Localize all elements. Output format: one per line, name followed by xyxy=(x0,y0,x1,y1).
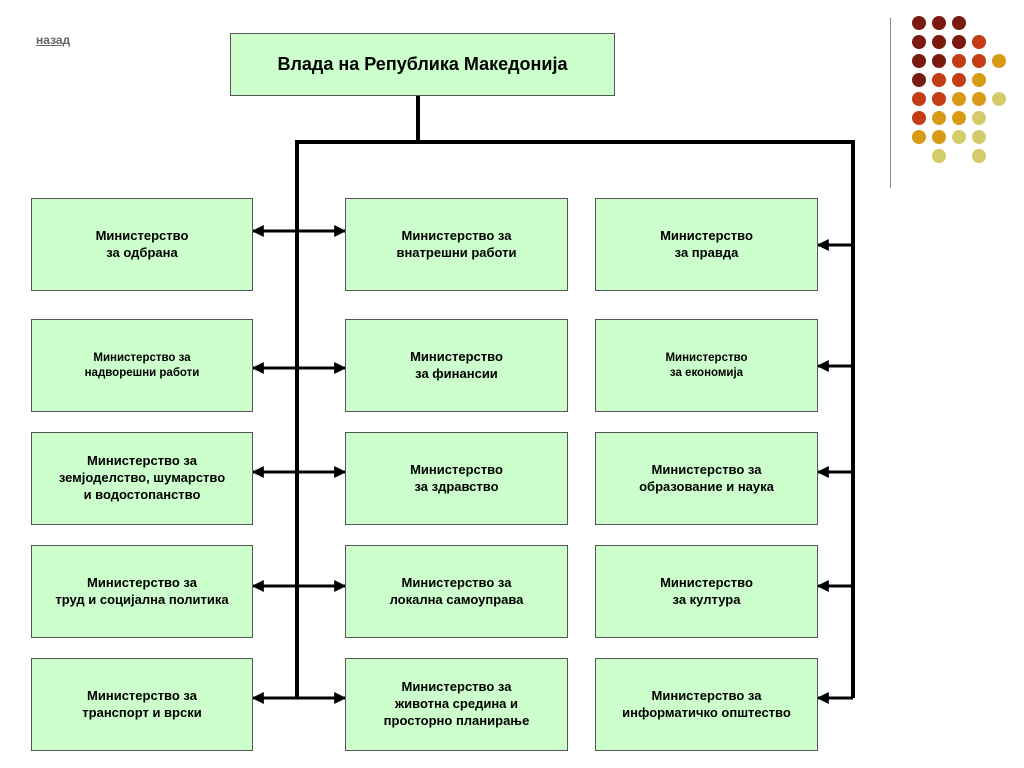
decorative-dot xyxy=(932,92,946,106)
decorative-dot xyxy=(972,111,986,125)
decorative-divider xyxy=(890,18,891,188)
ministry-information-society: Министерство за информатичко општество xyxy=(595,658,818,751)
ministry-finance: Министерство за финансии xyxy=(345,319,568,412)
decorative-dot xyxy=(972,73,986,87)
government-box: Влада на Република Македонија xyxy=(230,33,615,96)
decorative-dot xyxy=(952,54,966,68)
decorative-dot xyxy=(952,35,966,49)
decorative-dot xyxy=(912,130,926,144)
ministry-economy: Министерство за економија xyxy=(595,319,818,412)
decorative-dot xyxy=(912,92,926,106)
decorative-dot xyxy=(932,73,946,87)
decorative-dot xyxy=(972,130,986,144)
decorative-dot xyxy=(952,73,966,87)
decorative-dot xyxy=(952,92,966,106)
decorative-dot xyxy=(972,54,986,68)
decorative-dot xyxy=(972,149,986,163)
back-link[interactable]: назад xyxy=(36,33,71,47)
ministry-culture: Министерство за култура xyxy=(595,545,818,638)
decorative-dot xyxy=(932,16,946,30)
decorative-dot xyxy=(932,54,946,68)
decorative-dot xyxy=(932,130,946,144)
decorative-dot xyxy=(992,54,1006,68)
decorative-dot xyxy=(952,111,966,125)
right-arrows xyxy=(816,239,853,704)
ministry-transport: Министерство за транспорт и врски xyxy=(31,658,253,751)
decorative-dot xyxy=(972,92,986,106)
decorative-dot xyxy=(912,111,926,125)
ministry-health: Министерство за здравство xyxy=(345,432,568,525)
ministry-foreign-affairs: Министерство за надворешни работи xyxy=(31,319,253,412)
ministry-justice: Министерство за правда xyxy=(595,198,818,291)
decorative-dot xyxy=(932,35,946,49)
ministry-agriculture: Министерство за земјоделство, шумарство … xyxy=(31,432,253,525)
decorative-dot xyxy=(932,111,946,125)
decorative-dot xyxy=(912,16,926,30)
ministry-environment: Министерство за животна средина и просто… xyxy=(345,658,568,751)
decorative-dot xyxy=(972,35,986,49)
decorative-dot xyxy=(952,16,966,30)
decorative-dot xyxy=(992,92,1006,106)
ministry-education-science: Министерство за образование и наука xyxy=(595,432,818,525)
ministry-labor-social-policy: Министерство за труд и социјална политик… xyxy=(31,545,253,638)
left-center-arrows xyxy=(251,225,347,704)
decorative-dot xyxy=(952,130,966,144)
ministry-defense: Министерство за одбрана xyxy=(31,198,253,291)
decorative-dot xyxy=(912,54,926,68)
ministry-local-self-government: Министерство за локална самоуправа xyxy=(345,545,568,638)
ministry-interior: Министерство за внатрешни работи xyxy=(345,198,568,291)
decorative-dot xyxy=(932,149,946,163)
decorative-dot xyxy=(912,35,926,49)
decorative-dot xyxy=(912,73,926,87)
